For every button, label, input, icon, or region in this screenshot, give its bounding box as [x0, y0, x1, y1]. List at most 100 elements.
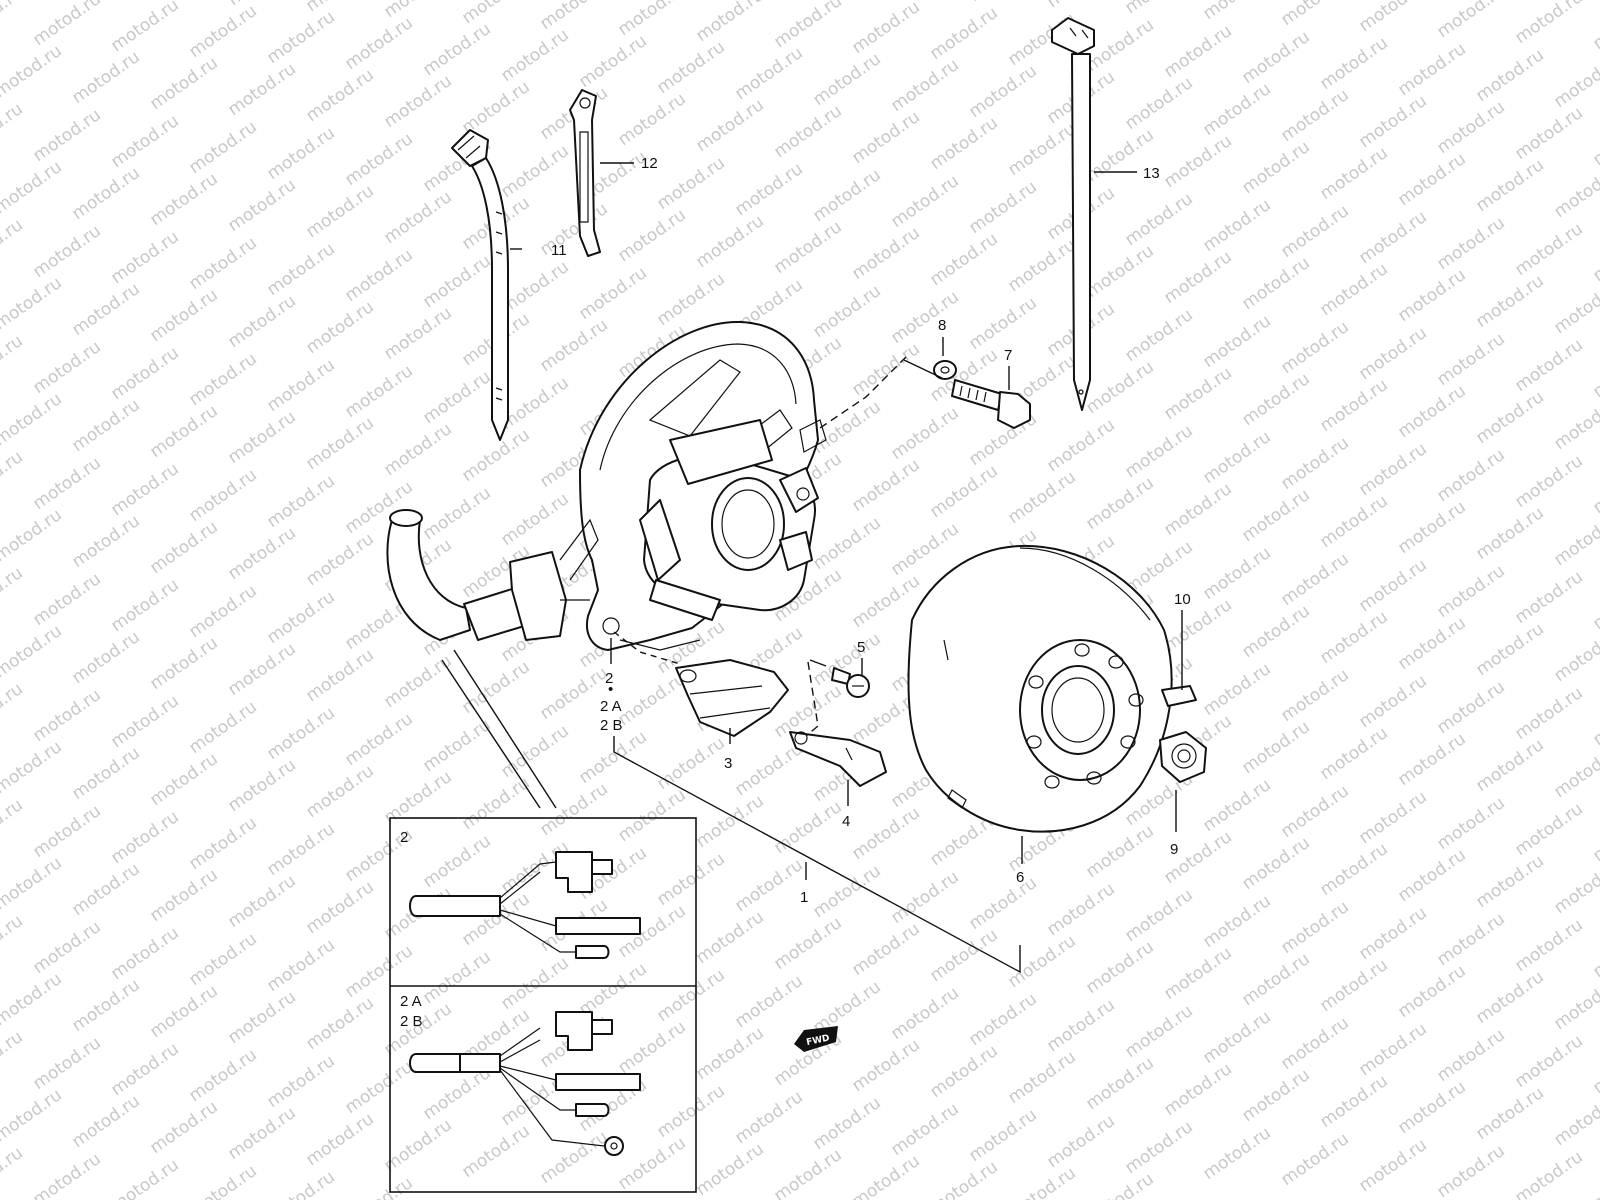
watermark-text: motod.ru	[1277, 85, 1352, 146]
watermark-text: motod.ru	[575, 263, 650, 324]
watermark-text: motod.ru	[263, 471, 338, 532]
watermark-text: motod.ru	[536, 315, 611, 376]
watermark-text: motod.ru	[380, 419, 455, 480]
watermark-text: motod.ru	[0, 737, 66, 798]
watermark-text: motod.ru	[1082, 937, 1157, 998]
watermark-text: motod.ru	[848, 919, 923, 980]
watermark-text: motod.ru	[1004, 1047, 1079, 1108]
watermark-text: motod.ru	[809, 1093, 884, 1154]
watermark-text: motod.ru	[614, 1133, 689, 1194]
watermark-text: motod.ru	[1550, 509, 1600, 570]
watermark-text: motod.ru	[29, 0, 104, 50]
watermark-text: motod.ru	[809, 165, 884, 226]
watermark-text: motod.ru	[809, 861, 884, 922]
watermark-text: motod.ru	[1082, 1053, 1157, 1114]
watermark-text: motod.ru	[302, 297, 377, 358]
watermark-text: motod.ru	[692, 1139, 767, 1200]
watermark-text: motod.ru	[1082, 241, 1157, 302]
watermark-text: motod.ru	[1589, 1153, 1600, 1200]
watermark-text: motod.ru	[1316, 375, 1391, 436]
watermark-text: motod.ru	[1355, 207, 1430, 268]
watermark-text: motod.ru	[614, 0, 689, 40]
watermark-text: motod.ru	[146, 517, 221, 578]
watermark-text: motod.ru	[1550, 393, 1600, 454]
watermark-text: motod.ru	[1589, 1037, 1600, 1098]
watermark-text: motod.ru	[380, 651, 455, 712]
watermark-text: motod.ru	[1394, 381, 1469, 442]
watermark-text: motod.ru	[0, 911, 27, 972]
watermark-text: motod.ru	[809, 281, 884, 342]
watermark-text: motod.ru	[29, 1149, 104, 1200]
watermark-text: motod.ru	[1199, 79, 1274, 140]
watermark-text: motod.ru	[1316, 143, 1391, 204]
watermark-text: motod.ru	[848, 455, 923, 516]
watermark-text: motod.ru	[1238, 369, 1313, 430]
watermark-text: motod.ru	[1589, 689, 1600, 750]
part-9-nut	[1159, 731, 1207, 783]
watermark-text: motod.ru	[146, 53, 221, 114]
watermark-text: motod.ru	[185, 233, 260, 294]
watermark-text: motod.ru	[146, 1097, 221, 1158]
watermark-text: motod.ru	[263, 819, 338, 880]
watermark-text: motod.ru	[1160, 595, 1235, 656]
watermark-text: motod.ru	[263, 239, 338, 300]
watermark-text: motod.ru	[926, 461, 1001, 522]
watermark-text: motod.ru	[146, 285, 221, 346]
watermark-text: motod.ru	[1082, 357, 1157, 418]
watermark-text: motod.ru	[1472, 271, 1547, 332]
part-8-washer	[933, 360, 957, 380]
watermark-text: motod.ru	[0, 853, 66, 914]
watermark-text: motod.ru	[185, 929, 260, 990]
watermark-text: motod.ru	[731, 43, 806, 104]
watermark-text: motod.ru	[770, 101, 845, 162]
watermark-text: motod.ru	[458, 77, 533, 138]
watermark-text: motod.ru	[1511, 451, 1586, 512]
watermark-text: motod.ru	[68, 743, 143, 804]
watermark-text: motod.ru	[263, 1167, 338, 1200]
watermark-text: motod.ru	[0, 389, 66, 450]
watermark-text: motod.ru	[107, 691, 182, 752]
watermark-text: motod.ru	[29, 917, 104, 978]
watermark-text: motod.ru	[1433, 1141, 1508, 1200]
watermark-text: motod.ru	[0, 0, 27, 44]
watermark-text: motod.ru	[341, 129, 416, 190]
watermark-text: motod.ru	[1238, 833, 1313, 894]
watermark-text: motod.ru	[68, 279, 143, 340]
watermark-text: motod.ru	[1355, 0, 1430, 36]
watermark-text: motod.ru	[224, 523, 299, 584]
watermark-text: motod.ru	[1550, 741, 1600, 802]
watermark-text: motod.ru	[497, 721, 572, 782]
watermark-text: motod.ru	[185, 117, 260, 178]
callout-5: 5	[857, 639, 865, 656]
watermark-text: motod.ru	[419, 947, 494, 1008]
watermark-text: motod.ru	[614, 669, 689, 730]
watermark-text: motod.ru	[1589, 573, 1600, 634]
watermark-text: motod.ru	[926, 3, 1001, 64]
watermark-text: motod.ru	[848, 803, 923, 864]
watermark-text: motod.ru	[1511, 1147, 1586, 1200]
watermark-text: motod.ru	[575, 727, 650, 788]
watermark-text: motod.ru	[419, 831, 494, 892]
watermark-text: motod.ru	[0, 1143, 27, 1200]
watermark-text: motod.ru	[1199, 427, 1274, 488]
watermark-text: motod.ru	[1160, 21, 1235, 82]
watermark-text: motod.ru	[1472, 851, 1547, 912]
watermark-text: motod.ru	[536, 1127, 611, 1188]
part-6-rotor	[907, 544, 1173, 833]
watermark-text: motod.ru	[965, 177, 1040, 238]
watermark-text: motod.ru	[1355, 555, 1430, 616]
watermark-text: motod.ru	[653, 965, 728, 1026]
harness-variant-inset	[389, 817, 697, 1193]
watermark-text: motod.ru	[1394, 149, 1469, 210]
watermark-text: motod.ru	[1433, 445, 1508, 506]
watermark-text: motod.ru	[263, 123, 338, 184]
callout-11: 11	[551, 242, 567, 259]
watermark-text: motod.ru	[1355, 671, 1430, 732]
watermark-text: motod.ru	[302, 877, 377, 938]
watermark-text: motod.ru	[341, 361, 416, 422]
watermark-text: motod.ru	[536, 779, 611, 840]
watermark-text: motod.ru	[1277, 665, 1352, 726]
watermark-text: motod.ru	[302, 993, 377, 1054]
watermark-text: motod.ru	[419, 251, 494, 312]
